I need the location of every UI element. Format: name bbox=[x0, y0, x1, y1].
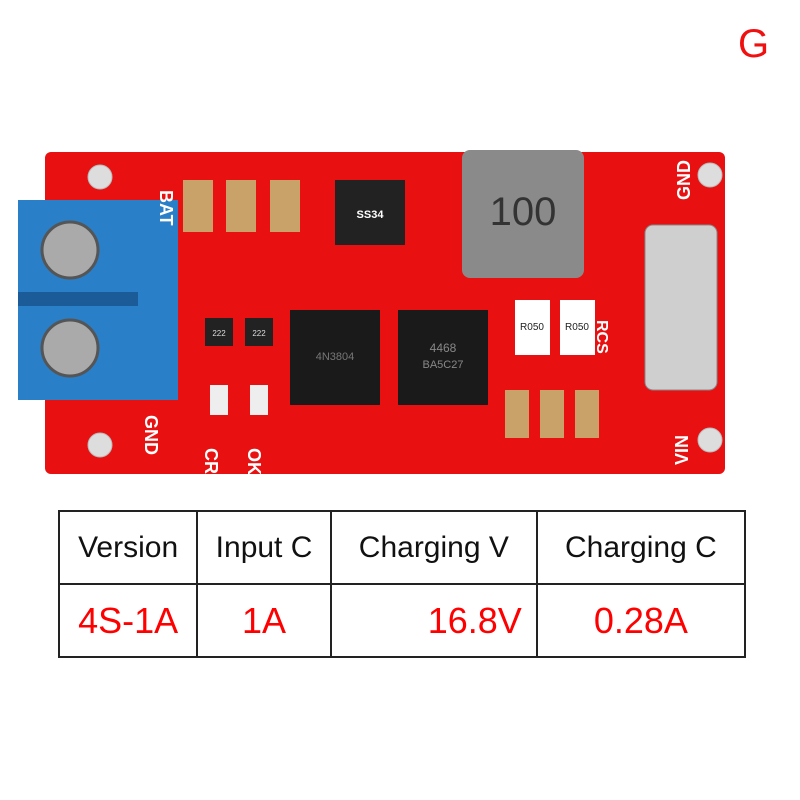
header-charging-voltage: Charging V bbox=[329, 510, 538, 585]
svg-text:OK: OK bbox=[244, 448, 264, 475]
svg-text:BAT: BAT bbox=[156, 190, 176, 226]
header-version: Version bbox=[57, 510, 199, 585]
svg-text:RCS: RCS bbox=[593, 320, 610, 354]
ic2 bbox=[398, 310, 488, 405]
ic1 bbox=[290, 310, 380, 405]
cell-charging-current: 0.28A bbox=[535, 583, 747, 658]
svg-text:R050: R050 bbox=[520, 322, 544, 333]
resistor bbox=[560, 300, 595, 355]
header-input-current: Input C bbox=[196, 510, 332, 585]
screw-terminal bbox=[18, 200, 178, 400]
capacitors bbox=[183, 180, 599, 438]
svg-text:4468: 4468 bbox=[430, 341, 457, 355]
table-header-row: Version Input C Charging V Charging C bbox=[57, 510, 747, 585]
spec-table: Version Input C Charging V Charging C 4S… bbox=[57, 510, 747, 658]
inductor bbox=[462, 150, 584, 278]
variant-label: G bbox=[738, 22, 770, 66]
svg-text:100: 100 bbox=[490, 190, 557, 234]
diode bbox=[335, 180, 405, 245]
resistor-small bbox=[205, 318, 233, 346]
svg-text:R050: R050 bbox=[565, 322, 589, 333]
mount-hole bbox=[87, 432, 113, 458]
svg-text:CR: CR bbox=[201, 448, 221, 474]
usb-c-port bbox=[644, 224, 718, 391]
resistor-small bbox=[245, 318, 273, 346]
mount-hole bbox=[87, 164, 113, 190]
mount-hole bbox=[697, 162, 723, 188]
cell-input-current: 1A bbox=[196, 583, 332, 658]
svg-text:222: 222 bbox=[212, 329, 226, 338]
svg-text:222: 222 bbox=[252, 329, 266, 338]
mount-hole bbox=[697, 427, 723, 453]
pcb-board-photo: SS34 100 4N3804 4468 BA5C27 R050 R050 22… bbox=[18, 150, 725, 475]
svg-text:VIN: VIN bbox=[672, 435, 692, 465]
led-cr bbox=[210, 385, 228, 415]
table-row: 4S-1A 1A 16.8V 0.28A bbox=[57, 583, 747, 658]
cell-version: 4S-1A bbox=[57, 583, 199, 658]
header-charging-current: Charging C bbox=[535, 510, 747, 585]
svg-text:BA5C27: BA5C27 bbox=[423, 359, 464, 371]
svg-text:SS34: SS34 bbox=[357, 209, 385, 221]
svg-text:GND: GND bbox=[674, 160, 694, 200]
led-ok bbox=[250, 385, 268, 415]
cell-charging-voltage: 16.8V bbox=[329, 583, 538, 658]
resistor bbox=[515, 300, 550, 355]
svg-text:4N3804: 4N3804 bbox=[316, 351, 355, 363]
svg-text:GND: GND bbox=[141, 415, 161, 455]
